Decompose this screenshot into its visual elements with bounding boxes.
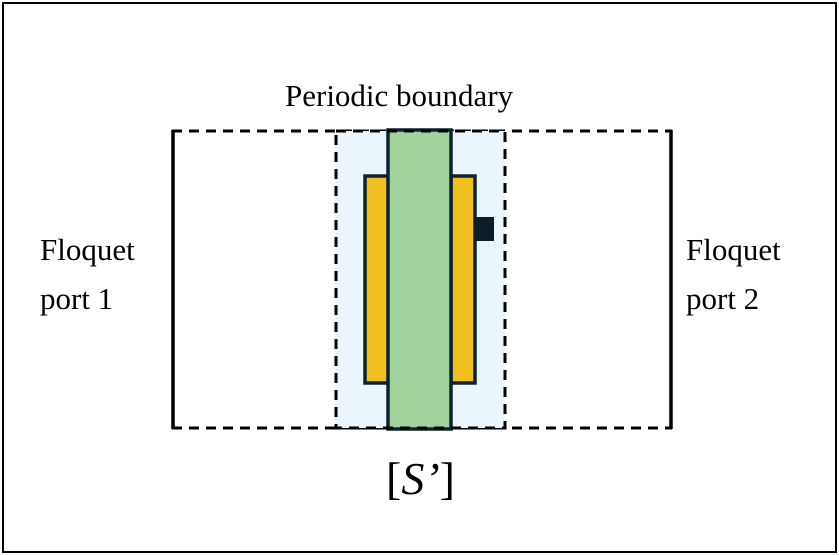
floquet-port-2-label-line1: Floquet <box>686 232 781 267</box>
periodic-boundary-label: Periodic boundary <box>285 78 514 113</box>
s-matrix-label: [S’] <box>386 452 455 505</box>
periodic-boundary-box <box>334 129 507 430</box>
s-matrix-symbol: S’ <box>401 453 440 504</box>
metal-layer-left <box>363 174 391 385</box>
s-matrix-bracket-close: ] <box>439 453 455 504</box>
feed-tab <box>474 217 494 241</box>
floquet-port-1-label-line2: port 1 <box>40 281 114 316</box>
s-matrix-bracket-open: [ <box>386 453 402 504</box>
floquet-port-1-label-line1: Floquet <box>40 232 135 267</box>
floquet-port-2-label-line2: port 2 <box>686 281 760 316</box>
substrate <box>386 128 453 431</box>
metal-layer-right <box>449 174 477 385</box>
